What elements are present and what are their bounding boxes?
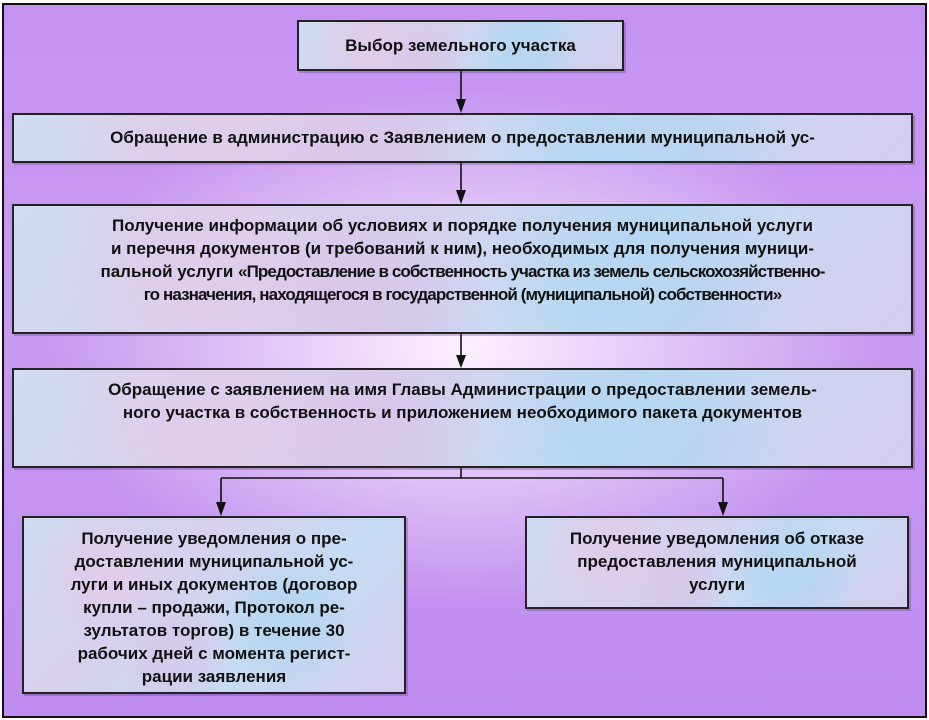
step-text: ного участка в собственность и приложени…: [122, 403, 803, 422]
step-submit-application: Обращение с заявлением на имя Главы Адми…: [12, 368, 913, 468]
outcome-text: услуги: [688, 575, 746, 594]
step-get-information: Получение информации об условиях и поряд…: [12, 204, 913, 334]
step-text: Выбор земельного участка: [345, 36, 576, 55]
service-name-text: «Предоставление в собственность участка …: [238, 262, 825, 281]
step-text: пальной услуги: [100, 262, 239, 281]
arrowhead: [456, 99, 466, 113]
outcome-text: рабочих дней с момента регист-: [77, 644, 351, 663]
outcome-text: рации заявления: [141, 667, 287, 686]
service-name-text: го назначения, находящегося в государств…: [143, 285, 782, 304]
step-text-line: пальной услуги «Предоставление в собстве…: [14, 260, 911, 283]
outcome-text: луги и иных документов (договор: [70, 575, 358, 594]
outcome-text: купли – продажи, Протокол ре-: [83, 598, 345, 617]
arrowhead: [718, 502, 728, 516]
outcome-text: предоставления муниципальной: [577, 552, 857, 571]
outcome-text: Получение уведомления о пре-: [81, 529, 347, 548]
step-text: Получение информации об условиях и поряд…: [112, 216, 813, 235]
outcome-text: зультатов торгов) в течение 30: [83, 621, 345, 640]
step-apply-to-administration: Обращение в администрацию с Заявлением о…: [12, 113, 913, 163]
step-text: Обращение в администрацию с Заявлением о…: [110, 128, 815, 147]
step-choose-land-plot: Выбор земельного участка: [297, 20, 624, 71]
arrowhead: [216, 502, 226, 516]
arrowhead: [456, 355, 466, 368]
step-text: Обращение с заявлением на имя Главы Адми…: [108, 380, 817, 399]
outcome-refusal-notice: Получение уведомления об отказе предоста…: [525, 516, 909, 609]
outcome-approval-notice: Получение уведомления о пре- доставлении…: [22, 516, 406, 694]
step-text: и перечня документов (и требований к ним…: [111, 239, 814, 258]
outcome-text: Получение уведомления об отказе: [569, 529, 865, 548]
outcome-text: доставлении муниципальной ус-: [74, 552, 354, 571]
arrowhead: [456, 190, 466, 204]
